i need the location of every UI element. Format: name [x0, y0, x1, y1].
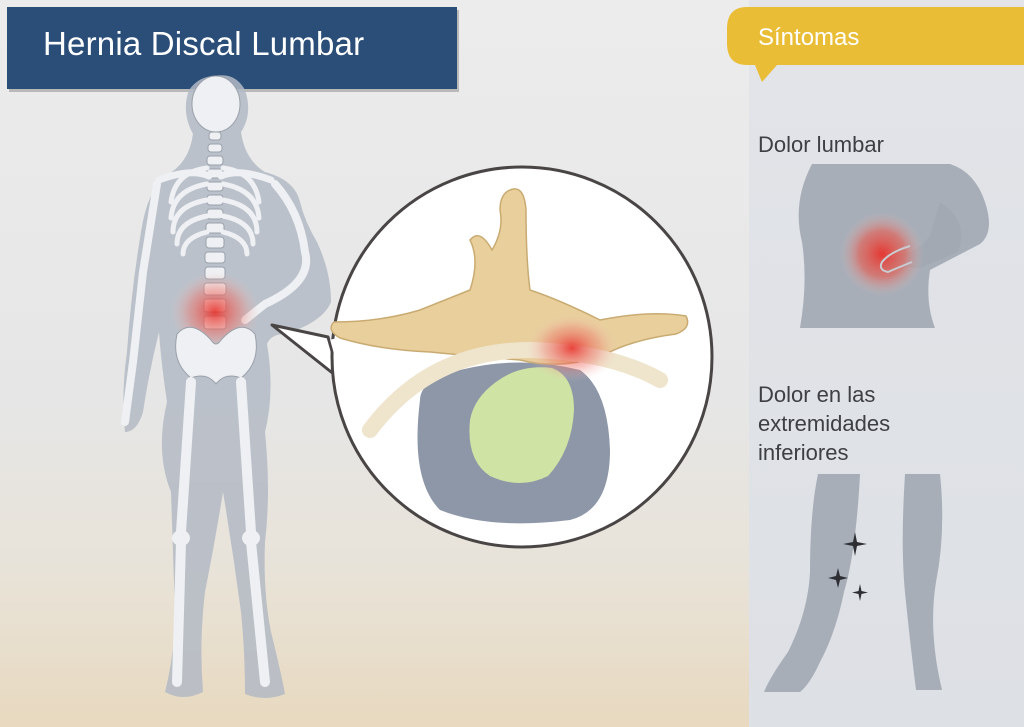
symptoms-header: Síntomas	[758, 24, 860, 51]
pain-spark-icon	[828, 532, 868, 601]
symptom-lower-back-label: Dolor lumbar	[758, 132, 884, 157]
leg-pain-figure	[764, 474, 943, 692]
spine-skeleton-figure	[121, 75, 332, 699]
symptom-legs-label-1: Dolor en las	[758, 382, 876, 407]
symptoms-panel	[749, 0, 1024, 727]
vertebra-cross-section	[330, 188, 689, 524]
symptom-legs-label-2: extremidades	[758, 411, 891, 436]
lower-back-pain-figure	[798, 164, 989, 328]
page-title: Hernia Discal Lumbar	[43, 25, 365, 62]
symptoms-banner	[727, 7, 1024, 82]
title-box: Hernia Discal Lumbar	[7, 7, 457, 89]
symptom-legs-label-3: inferiores	[758, 440, 849, 465]
